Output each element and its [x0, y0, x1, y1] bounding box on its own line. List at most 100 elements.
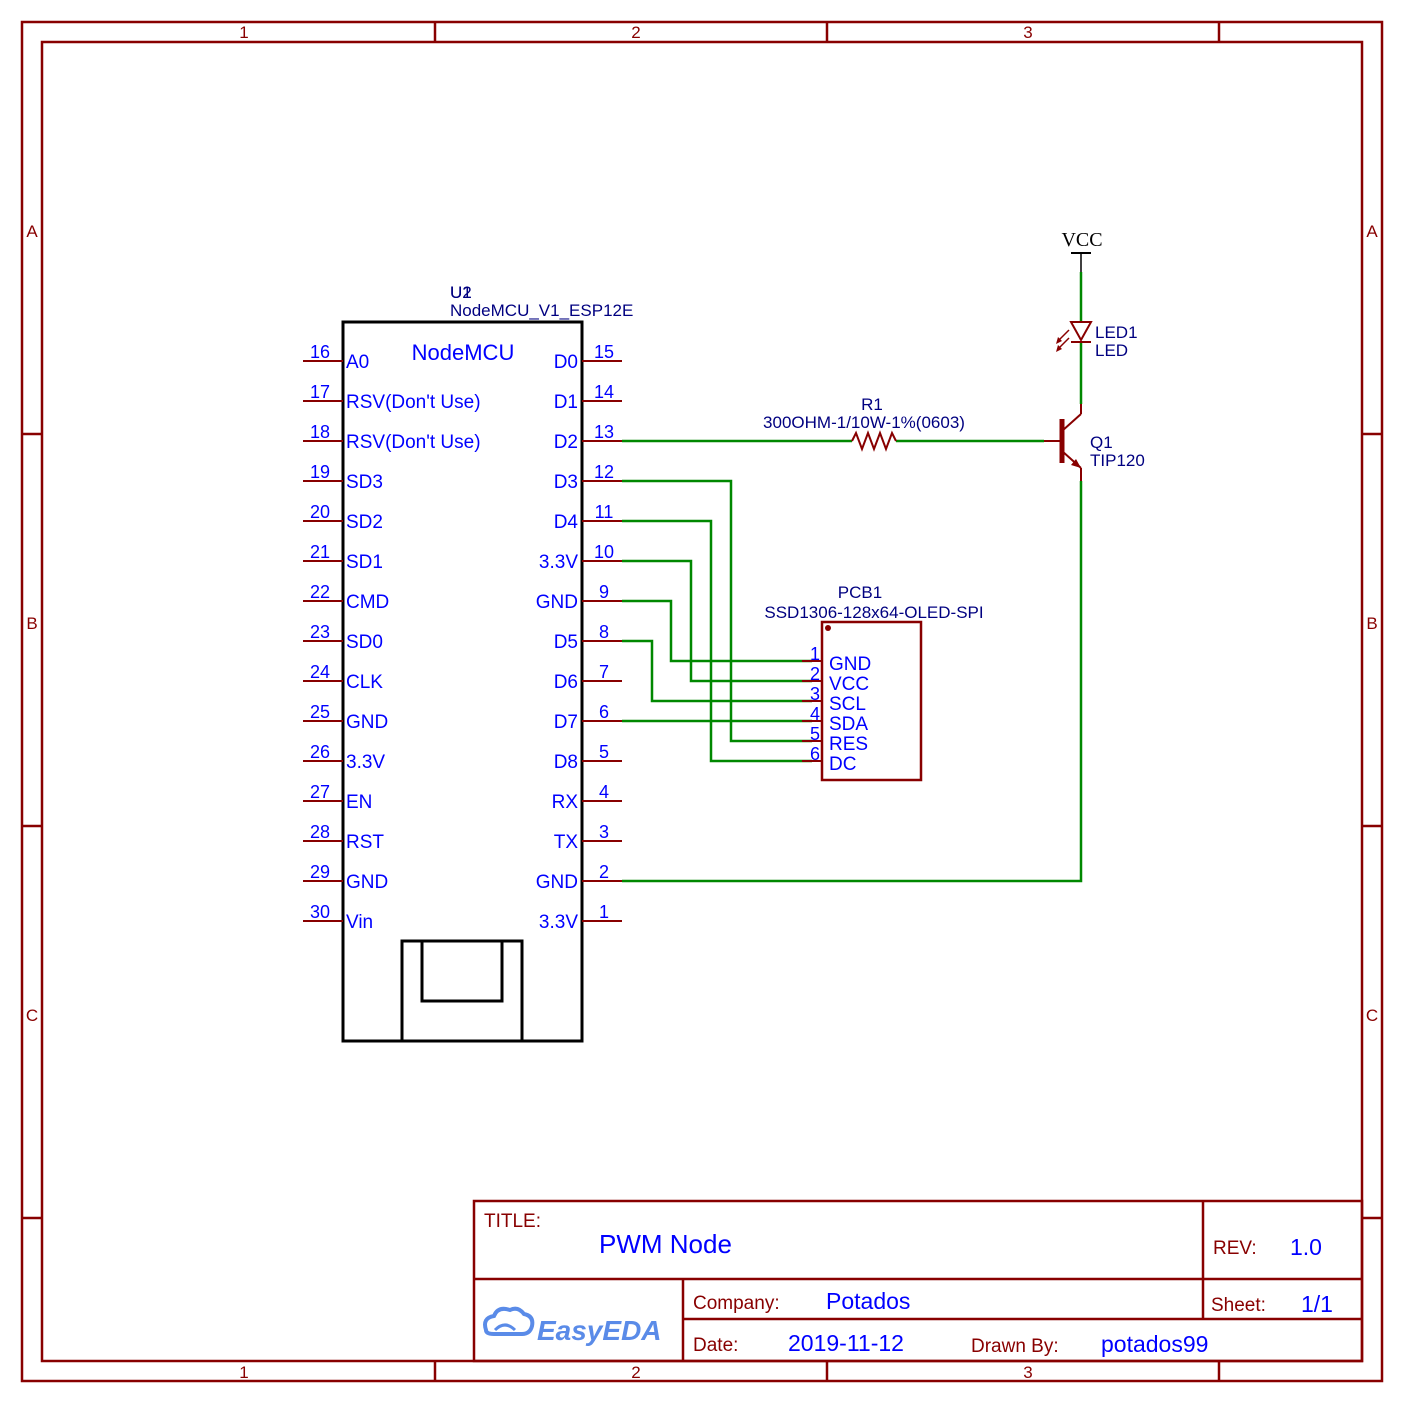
- nodemcu-body-label: NodeMCU: [412, 340, 515, 365]
- nodemcu-left-pin-name: GND: [346, 872, 388, 893]
- row-label: A: [26, 222, 38, 241]
- nodemcu-left-pin-number: 26: [310, 742, 330, 762]
- nodemcu-left-pin-number: 23: [310, 622, 330, 642]
- nodemcu-right-pin-number: 6: [599, 702, 609, 722]
- resistor-symbol: [851, 430, 897, 452]
- wire-gnd-emitter: [622, 481, 1083, 883]
- resistor-designator: R1: [861, 395, 883, 414]
- nodemcu-right-pin-name: GND: [536, 592, 578, 613]
- oled-pin-number: 3: [810, 684, 820, 704]
- oled-designator: PCB1: [838, 583, 882, 602]
- company-value: Potados: [826, 1288, 910, 1314]
- wires: [622, 272, 1083, 883]
- title-block: TITLE: PWM Node REV: 1.0 Company: Potado…: [472, 1199, 1364, 1363]
- vcc-label: VCC: [1061, 229, 1102, 251]
- resistor-value: 300OHM-1/10W-1%(0603): [763, 413, 965, 432]
- oled-pin-name: SDA: [829, 714, 868, 735]
- nodemcu-right-pin-name: 3.3V: [539, 552, 578, 573]
- nodemcu-right-pin-number: 15: [594, 342, 614, 362]
- vcc-power-symbol: VCC: [1061, 229, 1103, 272]
- nodemcu-right-pin-number: 14: [594, 382, 614, 402]
- column-label: 3: [1023, 23, 1032, 42]
- oled-pin-number: 1: [810, 644, 820, 664]
- nodemcu-right-pin-number: 8: [599, 622, 609, 642]
- nodemcu-right-pin-number: 10: [594, 542, 614, 562]
- nodemcu-left-pin-number: 25: [310, 702, 330, 722]
- drawn-by-value: potados99: [1101, 1331, 1208, 1357]
- nodemcu-right-pin-number: 5: [599, 742, 609, 762]
- nodemcu-left-pin-name: RSV(Don't Use): [346, 392, 481, 413]
- rev-label: REV:: [1213, 1238, 1257, 1259]
- nodemcu-right-pin-name: D3: [554, 472, 578, 493]
- led-part-name: LED: [1095, 341, 1128, 360]
- transistor-q1: Q1 TIP120: [1044, 404, 1145, 481]
- wire-d4-dc: [622, 519, 812, 763]
- nodemcu-left-pin-name: SD1: [346, 552, 383, 573]
- nodemcu-right-pin-name: D7: [554, 712, 578, 733]
- column-label: 1: [239, 23, 248, 42]
- nodemcu-left-pin-name: SD2: [346, 512, 383, 533]
- usb-port: [420, 939, 504, 1003]
- nodemcu-right-pin-number: 7: [599, 662, 609, 682]
- nodemcu-right-pin-number: 1: [599, 902, 609, 922]
- nodemcu-left-pin-number: 16: [310, 342, 330, 362]
- resistor-r1: R1 300OHM-1/10W-1%(0603): [763, 395, 965, 452]
- column-label: 2: [631, 1363, 640, 1382]
- oled-pin-name: GND: [829, 654, 871, 675]
- nodemcu-left-pin-number: 22: [310, 582, 330, 602]
- nodemcu-left-pin-number: 20: [310, 502, 330, 522]
- oled-pin-name: SCL: [829, 694, 866, 715]
- usb-connector: [400, 939, 524, 1043]
- oled-pin-number: 4: [810, 704, 820, 724]
- nodemcu-right-pin-number: 12: [594, 462, 614, 482]
- row-label: C: [1366, 1006, 1378, 1025]
- nodemcu-left-pin-name: CMD: [346, 592, 389, 613]
- nodemcu-left-pin-name: 3.3V: [346, 752, 385, 773]
- sheet-label: Sheet:: [1211, 1295, 1266, 1316]
- nodemcu-right-pin-number: 2: [599, 862, 609, 882]
- frame-labels: 1 2 3 1 2 3 A B C A B C: [26, 23, 1378, 1382]
- row-label: B: [1366, 614, 1377, 633]
- nodemcu-left-pin-name: A0: [346, 352, 369, 373]
- nodemcu-left-pin-name: EN: [346, 792, 372, 813]
- nodemcu-left-pin-name: CLK: [346, 672, 383, 693]
- nodemcu-right-pin-number: 13: [594, 422, 614, 442]
- led-designator: LED1: [1095, 323, 1138, 342]
- nodemcu-right-pin-number: 4: [599, 782, 609, 802]
- wire-d5-scl: [622, 639, 812, 703]
- title-label: TITLE:: [484, 1211, 541, 1232]
- column-label: 3: [1023, 1363, 1032, 1382]
- row-label: A: [1366, 222, 1378, 241]
- q1-collector: [1061, 413, 1082, 432]
- nodemcu-left-pin-name: SD3: [346, 472, 383, 493]
- easyeda-logo: EasyEDA: [483, 1306, 662, 1346]
- company-label: Company:: [693, 1293, 780, 1314]
- nodemcu-left-pin-number: 30: [310, 902, 330, 922]
- nodemcu-right-pin-number: 11: [595, 502, 614, 522]
- nodemcu-left-pin-number: 21: [310, 542, 330, 562]
- column-label: 1: [239, 1363, 248, 1382]
- date-value: 2019-11-12: [788, 1330, 904, 1356]
- led-light-ray-arrow: [1056, 345, 1062, 352]
- nodemcu-right-pin-name: D4: [554, 512, 579, 533]
- schematic-title: PWM Node: [599, 1229, 732, 1259]
- oled-part-name: SSD1306-128x64-OLED-SPI: [764, 603, 983, 622]
- date-label: Date:: [693, 1335, 738, 1356]
- wire-gnd-gnd: [622, 599, 812, 663]
- nodemcu-left-pin-number: 28: [310, 822, 330, 842]
- nodemcu-left-pin-name: Vin: [346, 912, 373, 933]
- wire-d3-res: [622, 479, 812, 743]
- drawn-by-label: Drawn By:: [971, 1336, 1059, 1357]
- nodemcu-part-name: NodeMCU_V1_ESP12E: [450, 301, 633, 320]
- nodemcu-right-pin-name: TX: [554, 832, 579, 853]
- oled-pin-name: DC: [829, 754, 856, 775]
- nodemcu-right-pin-name: D1: [554, 392, 578, 413]
- nodemcu-designator: U2: [450, 283, 472, 302]
- q1-emitter-arrow: [1071, 459, 1081, 468]
- easyeda-wordmark: EasyEDA: [537, 1315, 662, 1346]
- nodemcu-right-pin-name: GND: [536, 872, 578, 893]
